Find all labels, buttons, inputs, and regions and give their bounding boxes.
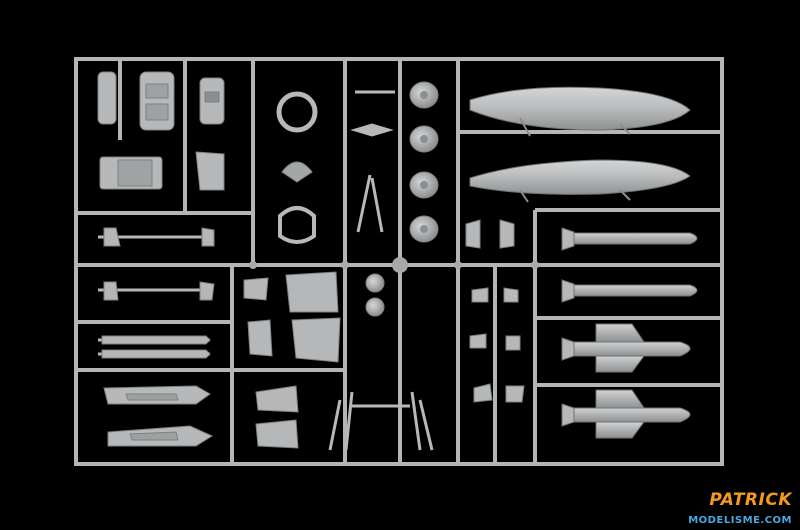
- nose-dome: [281, 161, 313, 183]
- cockpit-parts: [97, 71, 225, 191]
- sprue-gates: [249, 257, 539, 273]
- intake-parts: [243, 271, 341, 449]
- round-parts: [276, 91, 318, 244]
- fuel-tanks: [469, 86, 691, 195]
- fin-parts: [465, 219, 525, 403]
- watermark-brand-bottom: MODELISME.COM: [688, 515, 792, 526]
- sprue-frame: [74, 57, 724, 466]
- pylon-parts: [103, 385, 214, 447]
- landing-gear: [328, 90, 434, 451]
- missiles: [561, 232, 698, 439]
- watermark-logo: PATRICK MODELISME.COM: [682, 490, 792, 526]
- watermark-brand-top: PATRICK: [709, 490, 792, 510]
